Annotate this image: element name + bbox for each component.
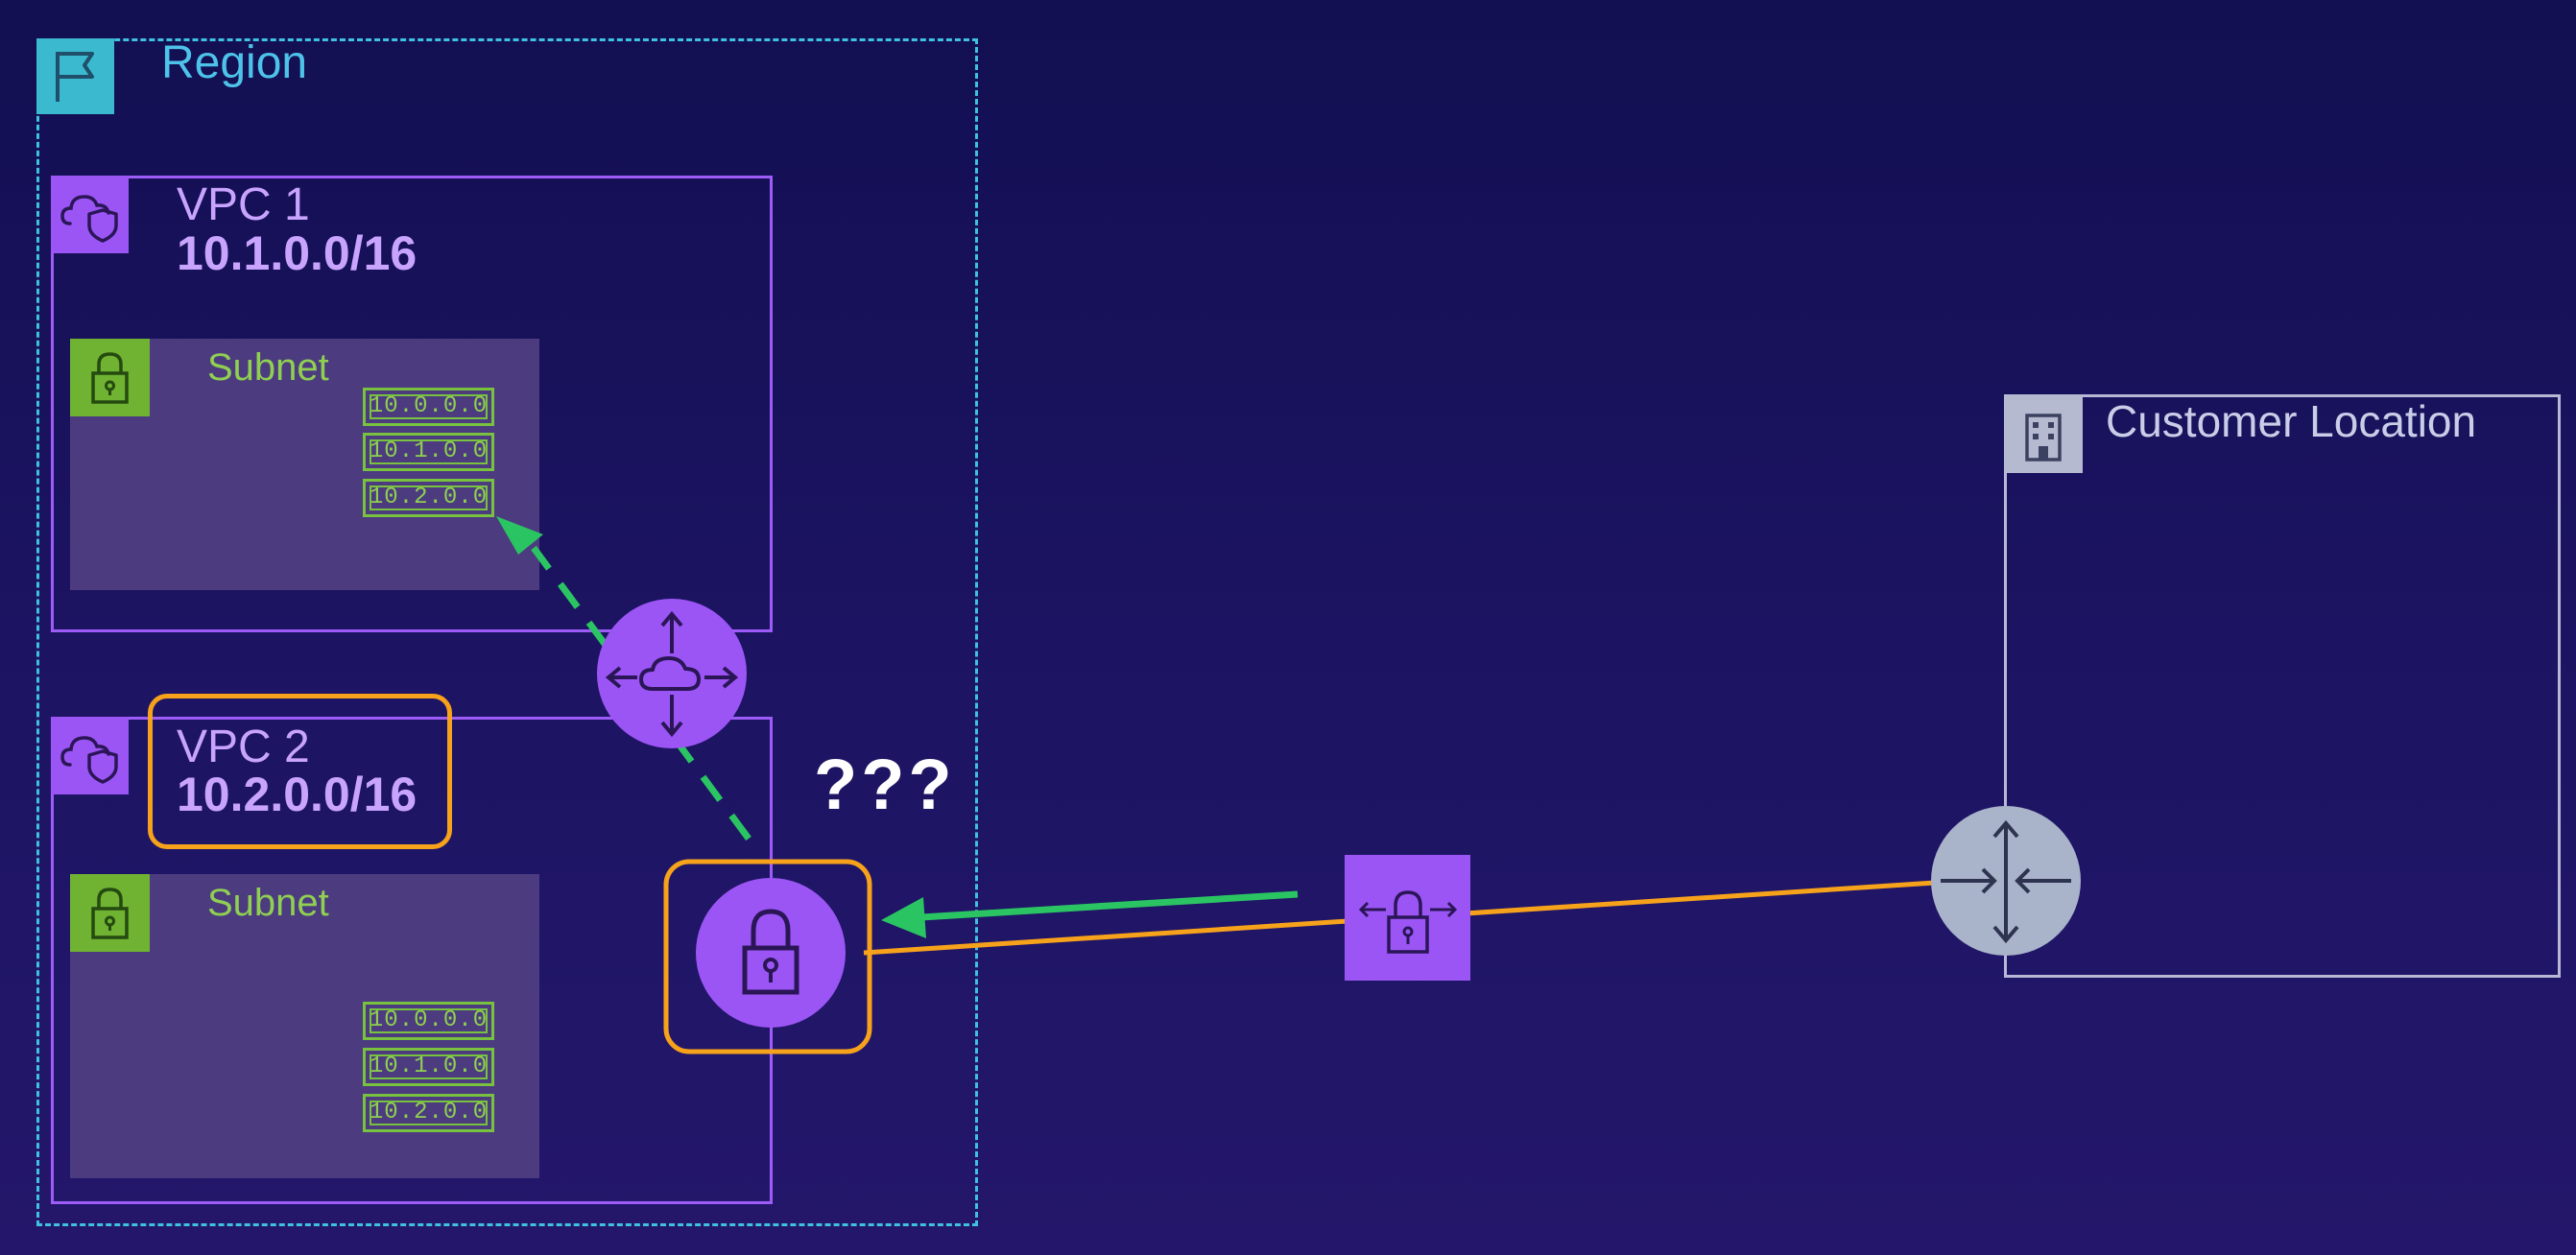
customer-location-label: Customer Location — [2106, 396, 2477, 446]
vpc-1-subnet-ip: 10.1.0.0 — [363, 433, 494, 471]
dashed-route-arrow — [496, 516, 751, 841]
vpc-1-name: VPC 1 — [177, 179, 310, 230]
traffic-arrow — [881, 890, 1299, 938]
customer-router-icon — [1931, 806, 2081, 956]
vpn-gateway-lock-icon — [696, 878, 846, 1028]
subnet-lock-icon — [70, 339, 150, 416]
transit-gateway-icon — [597, 599, 747, 748]
customer-location-boundary — [2004, 394, 2561, 978]
vpc-1-subnet-label: Subnet — [207, 346, 329, 389]
vpc-cloud-shield-icon — [51, 717, 129, 794]
question-marks: ??? — [814, 745, 956, 824]
vpc-1-subnet-ip: 10.0.0.0 — [363, 388, 494, 426]
vpc-1-boundary — [51, 176, 773, 632]
region-flag-icon — [36, 38, 114, 114]
region-label: Region — [161, 37, 308, 88]
building-icon — [2004, 394, 2083, 473]
vpn-gateway-highlight — [663, 859, 872, 1054]
vpc-2-cidr-highlight — [148, 694, 452, 849]
vpn-connection-icon — [1345, 855, 1470, 981]
vpc-2-name: VPC 2 — [177, 722, 310, 772]
vpc-2-subnet-ip: 10.0.0.0 — [363, 1002, 494, 1040]
vpc-1-cidr: 10.1.0.0/16 — [177, 226, 417, 280]
vpc-1-subnet-ip: 10.2.0.0 — [363, 479, 494, 517]
vpc-2-cidr: 10.2.0.0/16 — [177, 768, 417, 821]
vpc-2-subnet-ip: 10.1.0.0 — [363, 1048, 494, 1086]
subnet-lock-icon — [70, 874, 150, 952]
vpc-2-subnet-label: Subnet — [207, 882, 329, 924]
vpc-2-subnet-ip: 10.2.0.0 — [363, 1094, 494, 1132]
vpc-cloud-shield-icon — [51, 176, 129, 253]
region-boundary — [36, 38, 978, 1226]
